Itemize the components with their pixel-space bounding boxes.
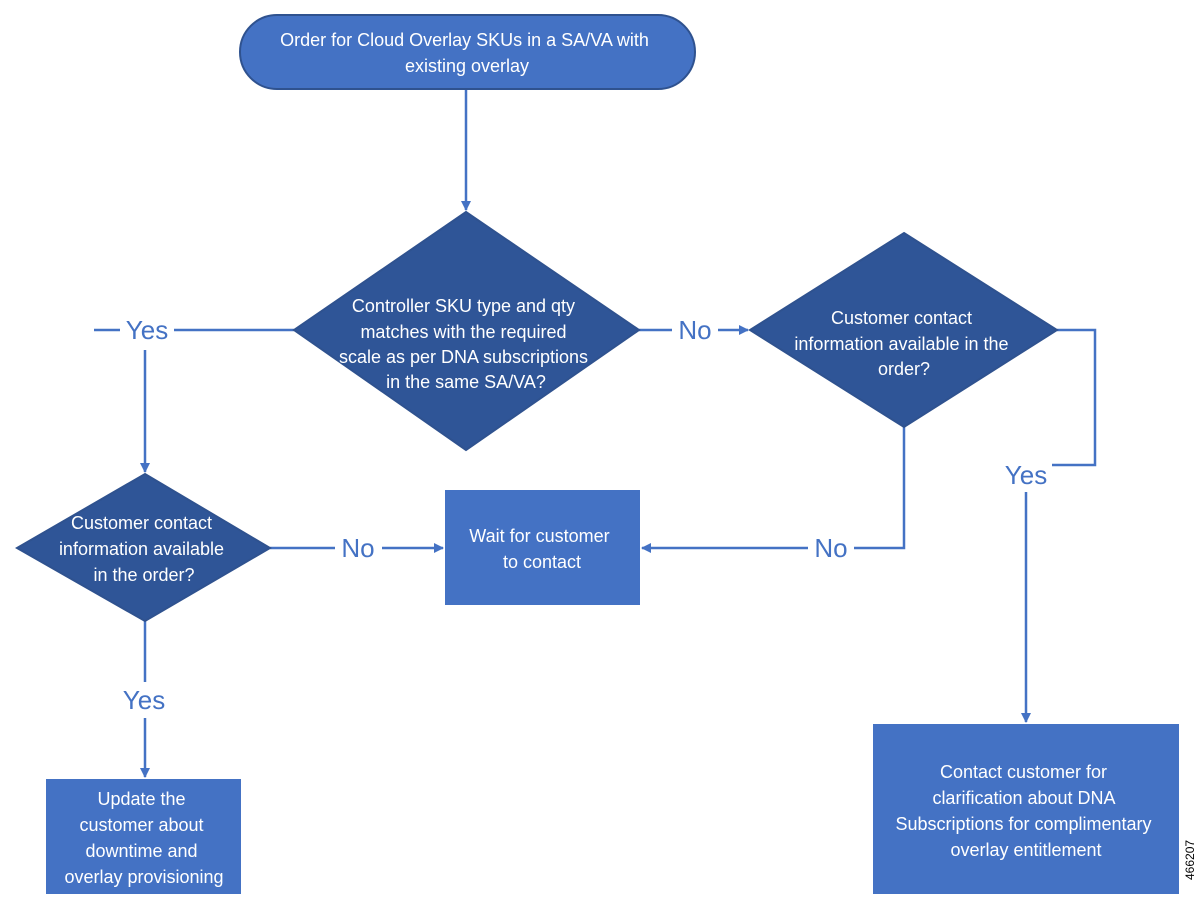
right-contact-decision-diamond xyxy=(748,231,1059,429)
start-text-line-1: Order for Cloud Overlay SKUs in a SA/VA … xyxy=(280,30,649,50)
svg-text:Controller SKU type and qty: Controller SKU type and qty matches with… xyxy=(339,296,593,392)
edge-label-controller-no: No xyxy=(678,315,711,345)
left-contact-text-line-2: information available xyxy=(59,539,224,559)
wait-text-line-1: Wait for customer xyxy=(469,526,609,546)
clarify-text-line-2: clarification about DNA xyxy=(932,788,1115,808)
controller-decision-diamond xyxy=(292,210,641,452)
connector-right-decision-no-a xyxy=(854,427,906,550)
start-text-line-2: existing overlay xyxy=(405,56,529,76)
clarify-text-line-4: overlay entitlement xyxy=(950,840,1101,860)
update-process-node: Update the customer about downtime and o… xyxy=(46,779,241,894)
edge-label-right-decision-yes: Yes xyxy=(1005,460,1047,490)
clarify-process-node: Contact customer for clarification about… xyxy=(873,724,1179,894)
svg-text:Update the customer abou: Update the customer about downtime and o… xyxy=(64,789,223,887)
figure-id: 466207 xyxy=(1183,840,1197,880)
right-contact-decision-node: Customer contact information available i… xyxy=(748,231,1059,429)
clarify-text-line-1: Contact customer for xyxy=(940,762,1107,782)
wait-process-box xyxy=(445,490,640,605)
svg-text:Contact customer for cla: Contact customer for clarification about… xyxy=(895,762,1156,860)
edge-labels: Yes No No Yes No Yes xyxy=(123,315,1047,715)
edge-label-left-decision-yes: Yes xyxy=(123,685,165,715)
right-contact-text-line-2: information available in the xyxy=(794,334,1008,354)
left-contact-decision-node: Customer contact information available i… xyxy=(14,472,272,623)
clarify-process-box xyxy=(873,724,1179,894)
right-contact-text-line-1: Customer contact xyxy=(831,308,972,328)
svg-text:Customer contact informa: Customer contact information available i… xyxy=(794,308,1013,379)
svg-text:Customer contact informa: Customer contact information available i… xyxy=(59,513,229,585)
controller-text-line-4: in the same SA/VA? xyxy=(386,372,546,392)
svg-text:Order for Cloud Overlay SKUs i: Order for Cloud Overlay SKUs in a SA/VA … xyxy=(280,30,654,76)
right-contact-text-line-3: order? xyxy=(878,359,930,379)
left-contact-decision-diamond xyxy=(14,472,272,623)
wait-process-node: Wait for customer to contact xyxy=(445,490,640,605)
update-text-line-3: downtime and xyxy=(85,841,197,861)
edge-label-right-decision-no: No xyxy=(814,533,847,563)
svg-text:Wait for customer to con: Wait for customer to contact xyxy=(469,526,614,572)
start-terminator xyxy=(239,14,696,90)
start-node: Order for Cloud Overlay SKUs in a SA/VA … xyxy=(239,14,696,90)
wait-text-line-2: to contact xyxy=(503,552,581,572)
edge-label-controller-yes: Yes xyxy=(126,315,168,345)
left-contact-text-line-3: in the order? xyxy=(93,565,194,585)
clarify-text-line-3: Subscriptions for complimentary xyxy=(895,814,1151,834)
left-contact-text-line-1: Customer contact xyxy=(71,513,212,533)
connector-right-decision-yes-a xyxy=(1052,328,1097,467)
update-text-line-4: overlay provisioning xyxy=(64,867,223,887)
edge-label-left-decision-no: No xyxy=(341,533,374,563)
controller-decision-node: Controller SKU type and qty matches with… xyxy=(292,210,641,452)
controller-text-line-2: matches with the required xyxy=(360,322,566,342)
connectors xyxy=(94,90,1097,778)
controller-text-line-3: scale as per DNA subscriptions xyxy=(339,347,588,367)
update-text-line-2: customer about xyxy=(79,815,203,835)
update-process-box xyxy=(46,779,241,894)
update-text-line-1: Update the xyxy=(97,789,185,809)
controller-text-line-1: Controller SKU type and qty xyxy=(352,296,575,316)
